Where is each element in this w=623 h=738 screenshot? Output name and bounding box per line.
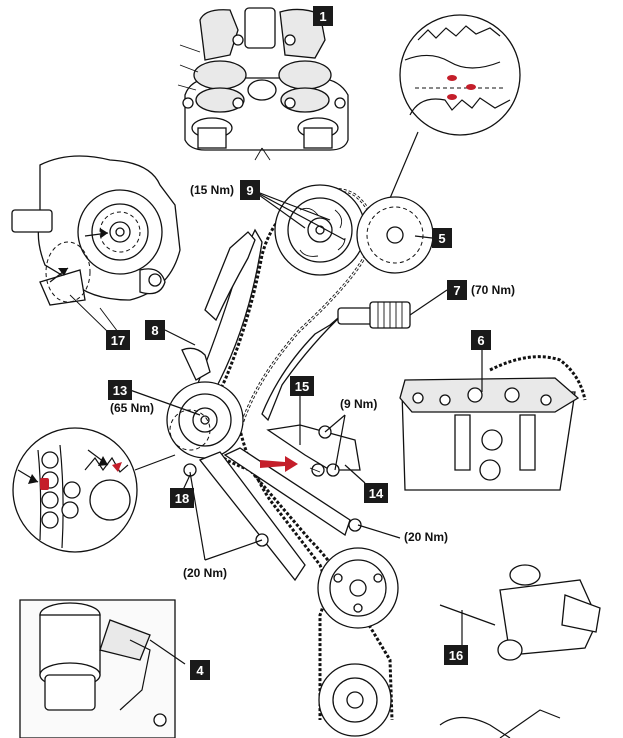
callout-9: 9 (240, 180, 260, 200)
bottom-partial-parts (439, 709, 561, 738)
callout-18: 18 (170, 488, 194, 508)
svg-text:6: 6 (477, 333, 484, 348)
svg-text:1: 1 (319, 9, 326, 24)
vacuum-pump-detail (11, 155, 181, 333)
chain-tensioner (337, 289, 448, 329)
callout-1: 1 (313, 6, 333, 26)
callout-5: 5 (432, 228, 452, 248)
timing-chain-assembly (166, 184, 448, 737)
torque-label-7: (70 Nm) (471, 283, 515, 297)
torque-label-13: (65 Nm) (110, 401, 154, 415)
guide-upper-left (204, 231, 256, 322)
svg-text:13: 13 (113, 383, 127, 398)
svg-text:8: 8 (151, 323, 158, 338)
callout-4: 4 (190, 660, 210, 680)
callout-13: 13 (108, 380, 132, 400)
torque-label-20-left: (20 Nm) (183, 566, 227, 580)
marking-lower (447, 94, 457, 100)
callout-7: 7 (447, 280, 467, 300)
tensioner-pin-detail (439, 564, 601, 661)
svg-text:4: 4 (196, 663, 204, 678)
torque-label-20-right: (20 Nm) (404, 530, 448, 544)
svg-text:15: 15 (295, 379, 309, 394)
callout-14: 14 (364, 483, 388, 503)
torque-label-9: (15 Nm) (190, 183, 234, 197)
svg-text:14: 14 (369, 486, 384, 501)
svg-text:9: 9 (246, 183, 253, 198)
marking-upper (447, 75, 457, 81)
leader-lines (129, 189, 433, 561)
detail-magnifier-sprocket-marks (384, 14, 521, 211)
svg-text:18: 18 (175, 491, 189, 506)
callout-8: 8 (145, 320, 165, 340)
svg-text:5: 5 (438, 231, 445, 246)
svg-text:7: 7 (453, 283, 460, 298)
svg-text:16: 16 (449, 648, 463, 663)
callout-16: 16 (444, 645, 468, 665)
guide-rail-right (261, 311, 346, 422)
callout-17: 17 (106, 330, 130, 350)
svg-text:17: 17 (111, 333, 125, 348)
camshaft-bearing-bridge (177, 7, 349, 161)
cylinder-head-detail (399, 348, 587, 491)
torque-label-15: (9 Nm) (340, 397, 377, 411)
callout-6: 6 (471, 330, 491, 350)
engine-bracket-detail (19, 599, 186, 738)
detail-magnifier-chain-marks (12, 427, 176, 553)
marking-mid (466, 84, 476, 90)
callout-15: 15 (290, 376, 314, 396)
